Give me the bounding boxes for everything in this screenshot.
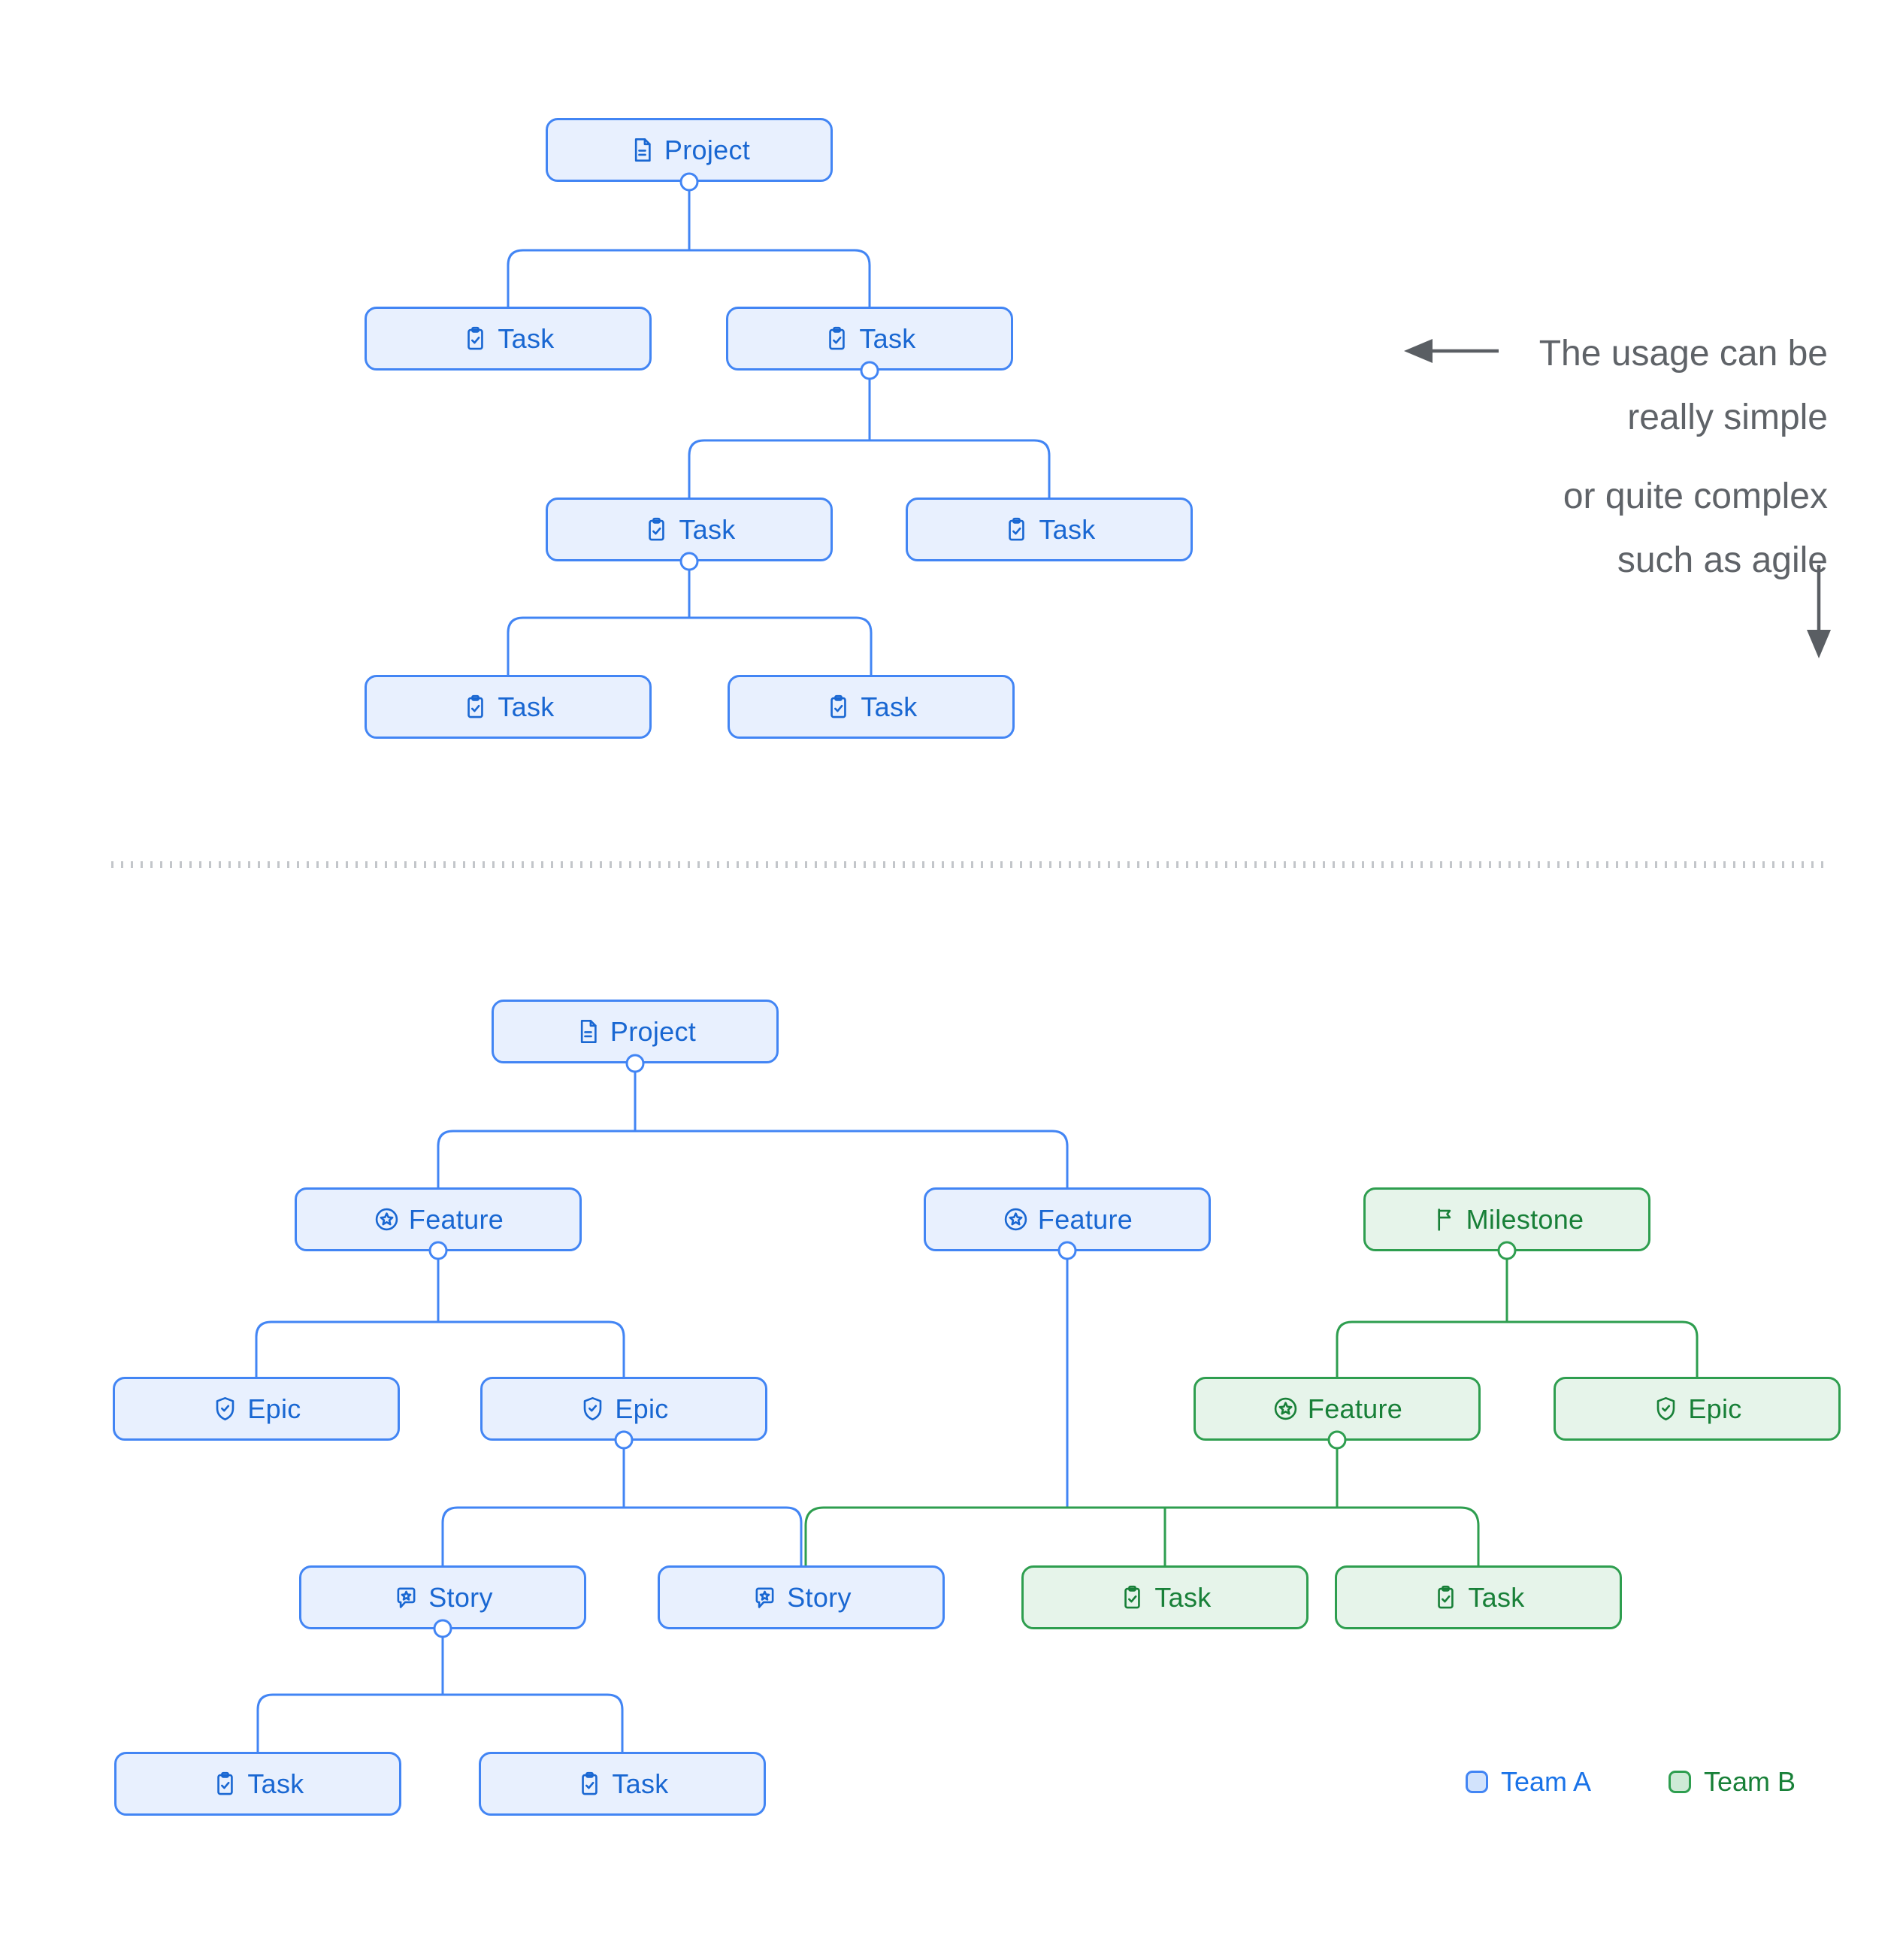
node-label: Milestone	[1466, 1203, 1584, 1235]
edge-shared-bus	[804, 1506, 1480, 1565]
node-feature-3: Feature	[1194, 1377, 1481, 1441]
node-label: Task	[612, 1768, 669, 1799]
down-arrow-head	[1807, 630, 1831, 658]
node-label: Task	[1154, 1581, 1212, 1613]
node-milestone: Milestone	[1363, 1187, 1650, 1251]
clipboard-check-icon	[1118, 1583, 1146, 1611]
star-circle-icon	[1002, 1205, 1030, 1233]
document-icon	[628, 136, 656, 164]
clipboard-check-icon	[643, 516, 670, 543]
left-arrow-head	[1404, 339, 1433, 363]
clipboard-check-icon	[211, 1770, 239, 1798]
flag-icon	[1430, 1205, 1458, 1233]
node-task-2: Task	[726, 307, 1013, 371]
annotation-complex: or quite complex such as agile	[1563, 464, 1828, 592]
annotation-simple: The usage can be really simple	[1539, 322, 1828, 449]
node-label: Project	[664, 134, 751, 165]
node-task-green-1: Task	[1021, 1565, 1309, 1629]
node-feature-1: Feature	[295, 1187, 582, 1251]
node-task-6: Task	[728, 675, 1015, 739]
dotted-divider	[111, 861, 1828, 868]
node-project-complex: Project	[492, 1000, 779, 1063]
edge-task2-children	[688, 439, 1051, 498]
team-b-swatch	[1669, 1771, 1691, 1793]
node-label: Task	[498, 322, 555, 354]
clipboard-check-icon	[1432, 1583, 1460, 1611]
annotation-line: such as agile	[1617, 540, 1828, 580]
node-label: Feature	[1037, 1203, 1133, 1235]
legend-label: Team B	[1704, 1766, 1796, 1797]
node-story-1: Story	[299, 1565, 586, 1629]
team-a-swatch	[1466, 1771, 1488, 1793]
star-circle-icon	[1272, 1395, 1299, 1423]
node-label: Epic	[615, 1393, 669, 1424]
node-label: Epic	[247, 1393, 301, 1424]
story-bubble-star-icon	[392, 1583, 420, 1611]
clipboard-check-icon	[461, 693, 489, 721]
shield-check-icon	[211, 1395, 239, 1423]
node-epic-3: Epic	[1554, 1377, 1841, 1441]
clipboard-check-icon	[461, 325, 489, 352]
node-epic-2: Epic	[480, 1377, 767, 1441]
story-bubble-star-icon	[751, 1583, 779, 1611]
node-label: Task	[1468, 1581, 1525, 1613]
node-label: Task	[498, 691, 555, 722]
legend-label: Team A	[1501, 1766, 1592, 1797]
node-epic-1: Epic	[113, 1377, 400, 1441]
clipboard-check-icon	[823, 325, 851, 352]
node-label: Task	[859, 322, 916, 354]
node-task-3: Task	[546, 498, 833, 561]
clipboard-check-icon	[576, 1770, 604, 1798]
edge-bproject-features	[437, 1130, 1069, 1187]
node-story-2: Story	[658, 1565, 945, 1629]
node-label: Task	[247, 1768, 304, 1799]
edge-epic2-stories	[441, 1506, 803, 1565]
clipboard-check-icon	[1003, 516, 1030, 543]
node-label: Task	[861, 691, 918, 722]
shield-check-icon	[579, 1395, 607, 1423]
node-task-bottom-1: Task	[114, 1752, 401, 1816]
edge-story1-tasks	[256, 1693, 624, 1752]
edge-milestone-children	[1336, 1320, 1699, 1377]
star-circle-icon	[373, 1205, 401, 1233]
legend-team-b: Team B	[1669, 1766, 1796, 1798]
node-project-simple: Project	[546, 118, 833, 182]
edge-task3-children	[507, 616, 873, 675]
node-label: Feature	[408, 1203, 504, 1235]
legend-team-a: Team A	[1466, 1766, 1591, 1798]
edge-project-tasks	[507, 249, 871, 307]
node-label: Feature	[1307, 1393, 1403, 1424]
node-label: Epic	[1688, 1393, 1742, 1424]
node-label: Story	[787, 1581, 852, 1613]
node-task-5: Task	[365, 675, 652, 739]
node-task-1: Task	[365, 307, 652, 371]
annotation-line: The usage can be	[1538, 334, 1828, 374]
clipboard-check-icon	[824, 693, 852, 721]
document-icon	[574, 1018, 602, 1045]
shield-check-icon	[1652, 1395, 1680, 1423]
node-feature-2: Feature	[924, 1187, 1211, 1251]
annotation-line: really simple	[1627, 398, 1828, 437]
node-label: Story	[428, 1581, 493, 1613]
node-label: Task	[679, 513, 736, 545]
node-label: Project	[610, 1015, 697, 1047]
node-task-bottom-2: Task	[479, 1752, 766, 1816]
edge-feature1-epics	[255, 1320, 625, 1377]
node-task-4: Task	[906, 498, 1193, 561]
node-task-green-2: Task	[1335, 1565, 1622, 1629]
node-label: Task	[1039, 513, 1096, 545]
annotation-line: or quite complex	[1563, 476, 1828, 516]
